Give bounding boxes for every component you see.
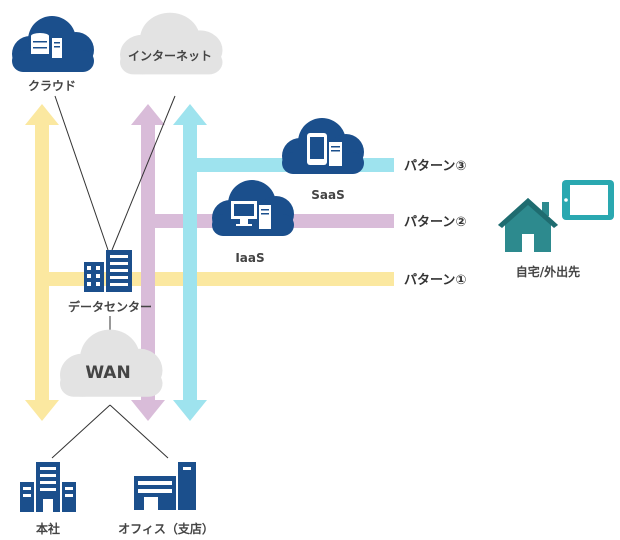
internet-label: インターネット (128, 49, 212, 63)
wan-node: WAN (60, 329, 163, 397)
internet-node: インターネット (120, 12, 223, 75)
pattern-3-label: パターン③ (404, 159, 466, 174)
pattern-2-label: パターン② (404, 215, 466, 230)
cloud-node: クラウド (12, 16, 94, 93)
home-remote-label: 自宅/外出先 (516, 264, 580, 279)
datacenter-node: データセンター (68, 250, 152, 314)
branch-office-node: オフィス（支店） (118, 462, 214, 536)
iaas-node: IaaS (212, 180, 294, 265)
office-building-icon (20, 462, 76, 512)
branch-office-label: オフィス（支店） (118, 521, 214, 536)
pattern-1-label: パターン① (404, 273, 466, 288)
saas-label: SaaS (311, 188, 344, 202)
iaas-label: IaaS (235, 251, 264, 265)
home-remote-node: 自宅/外出先 (498, 180, 614, 279)
datacenter-label: データセンター (68, 299, 152, 314)
headquarters-label: 本社 (36, 521, 60, 536)
connector-lines (51, 95, 176, 459)
tablet-icon (562, 180, 614, 220)
store-icon (134, 462, 196, 510)
building-icon (84, 250, 132, 292)
house-icon (498, 198, 558, 252)
mobile-device-icon (307, 133, 342, 166)
wan-label: WAN (85, 363, 130, 383)
saas-node: SaaS (282, 118, 364, 202)
pattern-1-path (25, 104, 394, 421)
computer-icon (231, 201, 271, 229)
headquarters-node: 本社 (20, 462, 76, 536)
cloud-label: クラウド (28, 79, 76, 93)
server-icon (31, 33, 62, 58)
